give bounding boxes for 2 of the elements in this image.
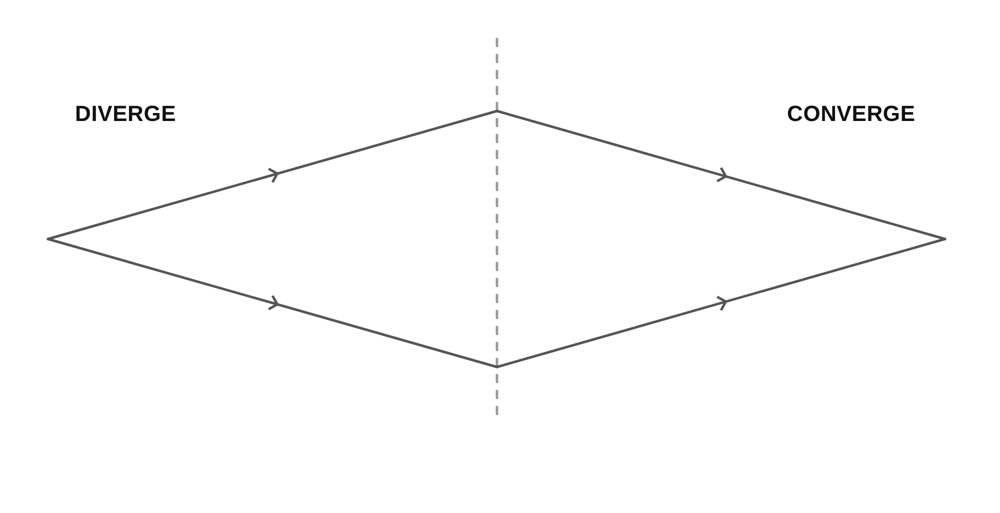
- stage-heading: CONVERGE: [787, 101, 916, 127]
- stage-heading: DIVERGE: [75, 101, 176, 127]
